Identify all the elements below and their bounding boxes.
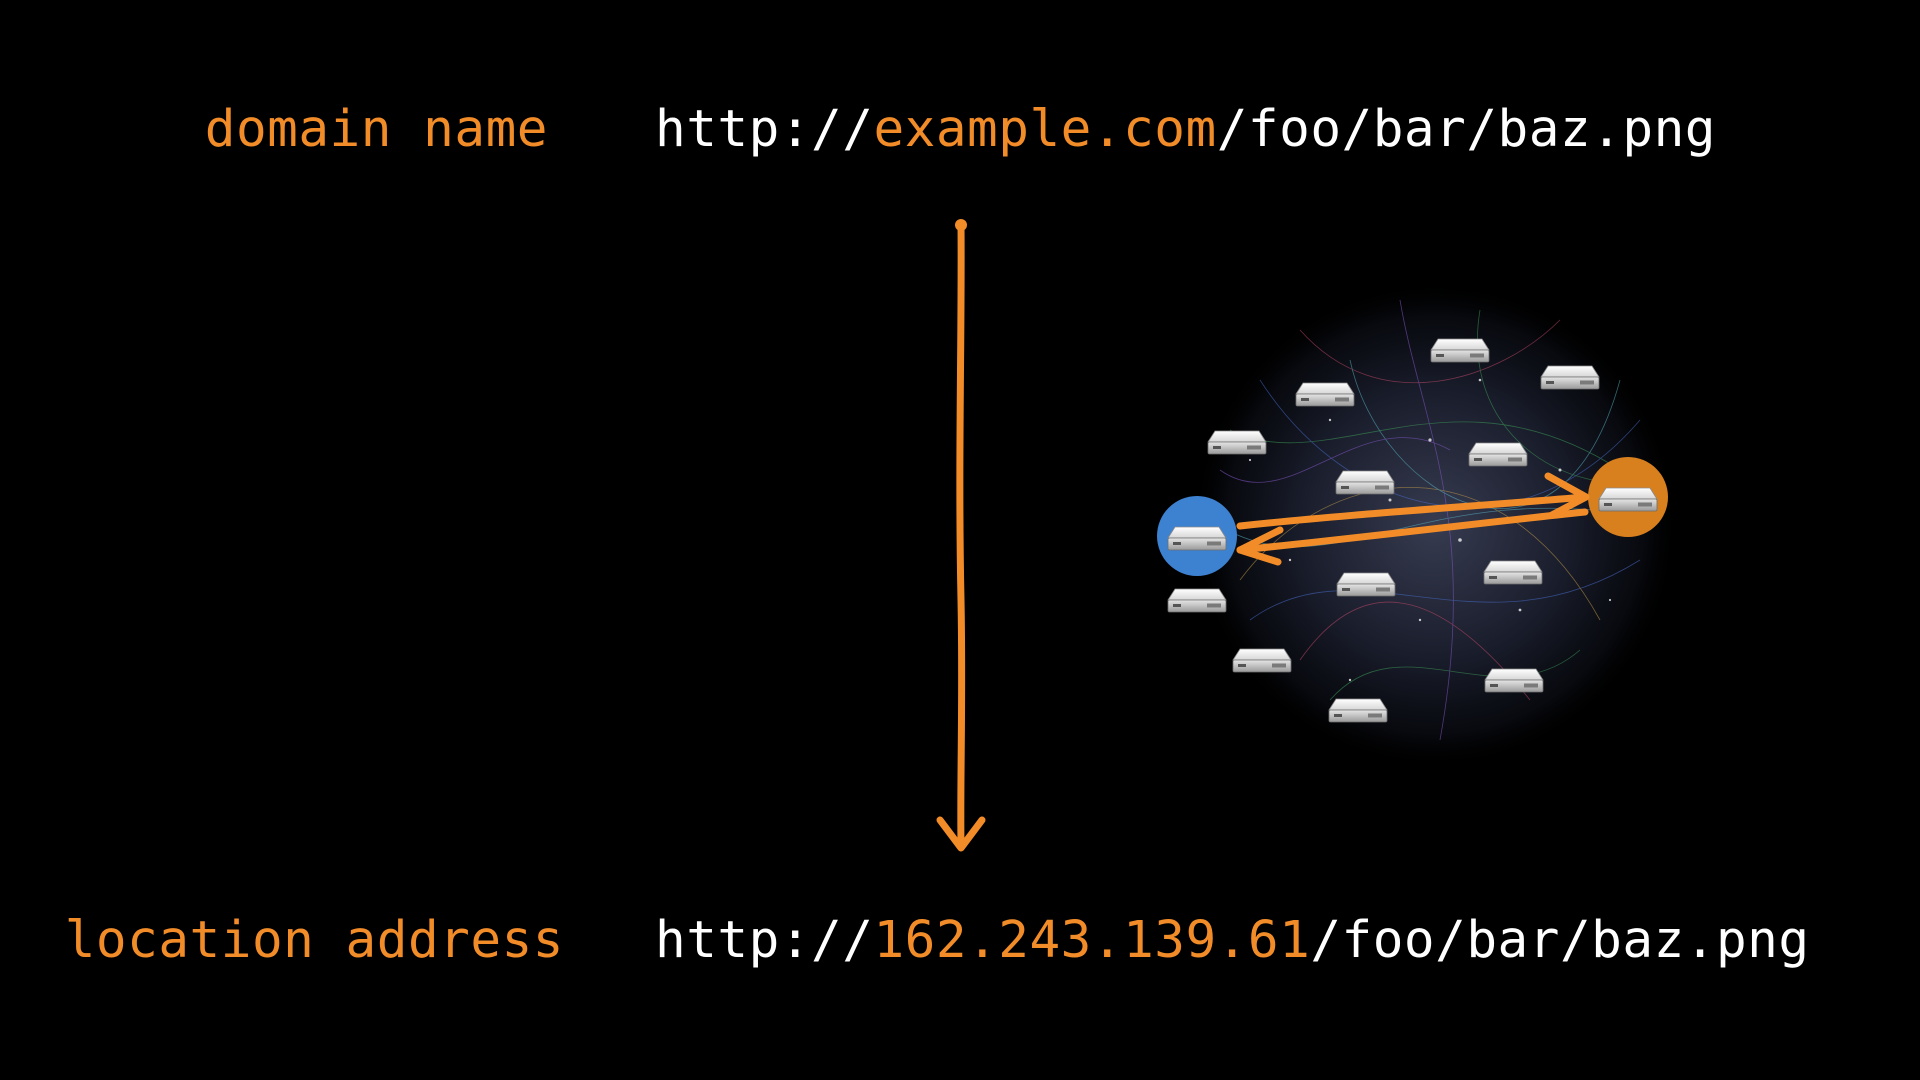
domain-url: http://example.com/foo/bar/baz.png (655, 100, 1716, 160)
domain-url-prefix: http:// (655, 100, 874, 159)
client-server-icon (1157, 496, 1237, 576)
server-icon (1207, 430, 1267, 455)
down-arrow-icon (936, 219, 986, 852)
server-icon (1335, 470, 1395, 495)
location-url-prefix: http:// (655, 911, 874, 970)
server-icon (1468, 442, 1528, 467)
server-icon (1328, 698, 1388, 723)
domain-name-label: domain name (204, 100, 548, 159)
server-icon (1167, 588, 1227, 613)
location-address-label: location address (64, 911, 564, 970)
domain-url-host: example.com (873, 100, 1217, 159)
server-icon (1540, 365, 1600, 390)
target-server-icon (1588, 457, 1668, 537)
server-icon (1232, 648, 1292, 673)
server-icon (1483, 560, 1543, 585)
server-icon (1295, 382, 1355, 407)
location-url-host: 162.243.139.61 (873, 911, 1311, 970)
server-icon (1484, 668, 1544, 693)
request-arrows-icon (1236, 472, 1590, 566)
server-icon (1336, 572, 1396, 597)
server-icon (1430, 338, 1490, 363)
domain-url-path: /foo/bar/baz.png (1216, 100, 1716, 159)
location-url: http://162.243.139.61/foo/bar/baz.png (655, 911, 1810, 971)
location-url-path: /foo/bar/baz.png (1310, 911, 1810, 970)
